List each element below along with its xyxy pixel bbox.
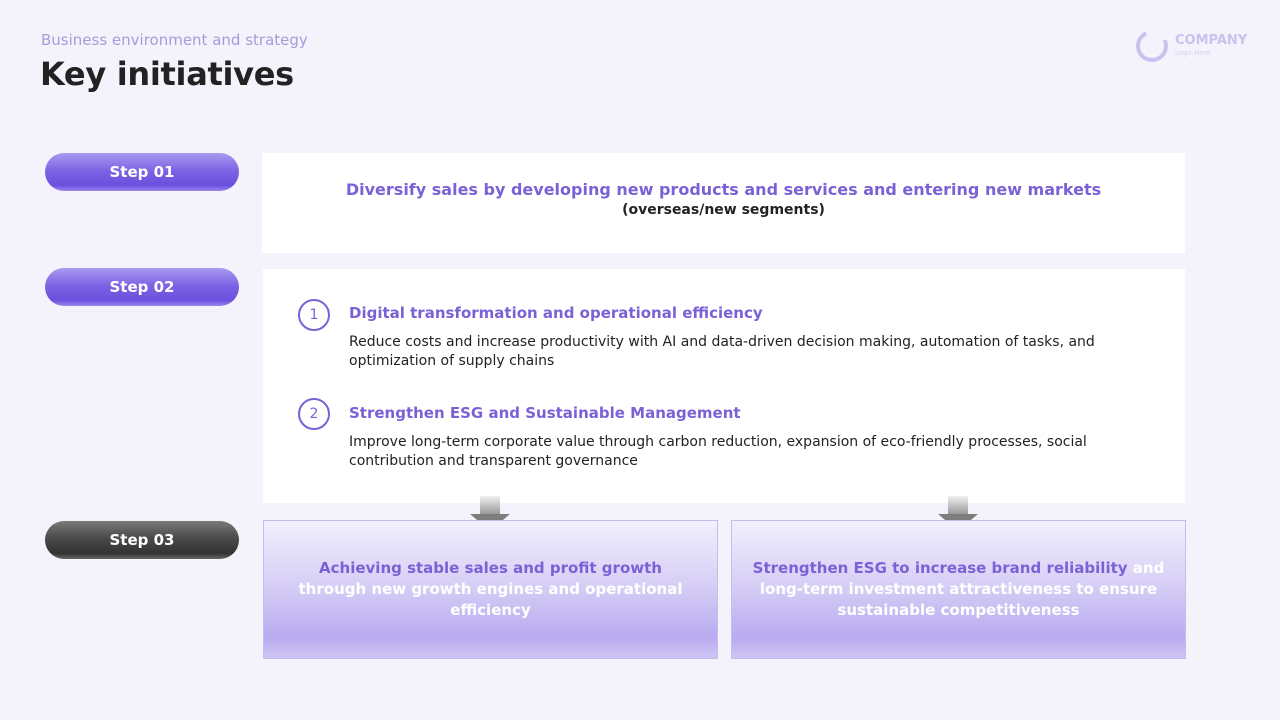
outcome-text: and long-term investment attractiveness …	[759, 559, 1165, 619]
page-title: Key initiatives	[40, 55, 294, 93]
logo-name: COMPANY	[1175, 33, 1248, 48]
page-subtitle: Business environment and strategy	[41, 31, 308, 49]
step-01-pill: Step 01	[45, 153, 239, 191]
step-01-box: Diversify sales by developing new produc…	[262, 153, 1185, 253]
item-number-circle: 1	[298, 299, 330, 331]
item-description: Improve long-term corporate value throug…	[349, 434, 1087, 469]
item-title: Digital transformation and operational e…	[349, 304, 763, 322]
company-logo: COMPANY Logo Here	[1131, 25, 1254, 67]
step-02-box: 1 Digital transformation and operational…	[263, 269, 1185, 503]
outcome-highlight: Achieving stable sales and profit growth	[319, 559, 662, 577]
outcome-highlight: Strengthen ESG to increase brand reliabi…	[752, 559, 1128, 577]
outcome-text: through new growth engines and operation…	[298, 580, 683, 619]
ring-logo-icon	[1131, 25, 1173, 67]
item-number-circle: 2	[298, 398, 330, 430]
item-description: Reduce costs and increase productivity w…	[349, 334, 1095, 369]
step-02-pill: Step 02	[45, 268, 239, 306]
outcome-box: Achieving stable sales and profit growth…	[263, 520, 718, 659]
outcome-box: Strengthen ESG to increase brand reliabi…	[731, 520, 1186, 659]
item-title: Strengthen ESG and Sustainable Managemen…	[349, 404, 741, 422]
step-01-main-text: Diversify sales by developing new produc…	[345, 180, 1102, 199]
step-03-pill: Step 03	[45, 521, 239, 559]
logo-tagline: Logo Here	[1175, 49, 1211, 57]
step-01-sub-text: (overseas/new segments)	[622, 202, 825, 218]
